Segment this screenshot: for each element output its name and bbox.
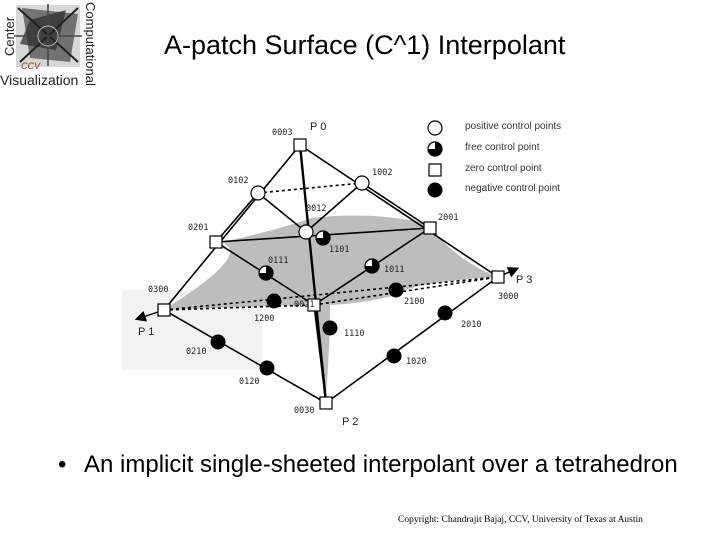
vertex-label-p2: P 2 bbox=[342, 416, 358, 428]
free-control-point bbox=[315, 230, 331, 246]
control-point-label: 0003 bbox=[272, 128, 292, 138]
tetrahedron-edge bbox=[299, 144, 499, 278]
tetrahedron-edge bbox=[325, 276, 499, 404]
negative-control-point bbox=[322, 320, 338, 336]
free-control-point bbox=[258, 265, 274, 281]
negative-control-point bbox=[259, 360, 275, 376]
copyright-notice: Copyright: Chandrajit Bajaj, CCV, Univer… bbox=[398, 515, 643, 525]
positive-control-point bbox=[250, 185, 266, 201]
legend-free-icon bbox=[427, 141, 443, 157]
free-control-point bbox=[364, 258, 380, 274]
tetrahedron-edge bbox=[163, 309, 327, 404]
control-point-label: 0021 bbox=[294, 300, 314, 310]
bullet-icon: • bbox=[58, 451, 67, 478]
control-point-label: 1020 bbox=[406, 357, 426, 367]
surface-patch bbox=[164, 215, 498, 395]
negative-control-point bbox=[386, 348, 402, 364]
tetrahedron-edge bbox=[361, 182, 431, 229]
zero-control-point bbox=[209, 235, 223, 249]
negative-control-point bbox=[388, 282, 404, 298]
control-point-label: 2001 bbox=[438, 213, 458, 223]
tetrahedron-edge bbox=[313, 276, 499, 306]
legend-label-free: free control point bbox=[465, 142, 540, 153]
control-point-label: 0120 bbox=[239, 377, 259, 387]
tetrahedron-edge bbox=[163, 304, 315, 311]
tetrahedron-edge bbox=[257, 192, 307, 233]
logo-text-visualization: Visualization bbox=[0, 72, 79, 88]
bullet-point: • An implicit single-sheeted interpolant… bbox=[58, 450, 678, 479]
legend-label-zero: zero control point bbox=[465, 163, 542, 174]
control-point-label: 2100 bbox=[404, 297, 424, 307]
control-point-label: 1110 bbox=[344, 329, 364, 339]
legend-negative-icon bbox=[427, 182, 443, 198]
control-point-label: 0201 bbox=[188, 223, 208, 233]
negative-control-point bbox=[437, 305, 453, 321]
control-point-label: 0102 bbox=[228, 176, 248, 186]
vertex-label-p3: P 3 bbox=[516, 274, 532, 286]
legend-positive-icon bbox=[427, 120, 443, 136]
bullet-text: An implicit single-sheeted interpolant o… bbox=[84, 451, 678, 478]
negative-control-point bbox=[210, 334, 226, 350]
control-point-label: 1011 bbox=[384, 265, 404, 275]
tetrahedron-edge bbox=[163, 276, 499, 311]
tetrahedron-edge bbox=[215, 192, 259, 243]
logo-text-ccv: CCV bbox=[21, 61, 41, 71]
tetrahedron-edge bbox=[257, 182, 363, 194]
ccv-logo: Center Computational CCV Visualization bbox=[0, 0, 100, 100]
zero-control-point bbox=[307, 298, 321, 312]
control-point-label: 1002 bbox=[372, 168, 392, 178]
control-point-label: 2010 bbox=[461, 320, 481, 330]
positive-control-point bbox=[354, 175, 370, 191]
positive-control-point bbox=[298, 224, 314, 240]
slide-title: A-patch Surface (C^1) Interpolant bbox=[164, 30, 566, 60]
zero-control-point bbox=[157, 303, 171, 317]
control-point-label: 0300 bbox=[148, 285, 168, 295]
control-point-label: 0210 bbox=[186, 347, 206, 357]
zero-control-point bbox=[293, 138, 307, 152]
legend bbox=[427, 120, 443, 198]
control-point-label: 3000 bbox=[498, 292, 518, 302]
control-point-label: 0012 bbox=[306, 204, 326, 214]
tetrahedron-edge bbox=[298, 144, 328, 404]
legend-label-negative: negative control point bbox=[465, 183, 561, 194]
logo-emblem bbox=[14, 4, 82, 67]
control-point-label: 0111 bbox=[268, 256, 288, 266]
control-point-label: 1200 bbox=[254, 314, 274, 324]
zero-control-point bbox=[319, 396, 333, 410]
legend-zero-icon bbox=[428, 163, 442, 177]
tetrahedron-edge bbox=[313, 304, 327, 404]
control-point-label: 0030 bbox=[294, 406, 314, 416]
tetrahedron-edge bbox=[305, 182, 363, 233]
legend-label-positive: positive control points bbox=[465, 121, 562, 132]
tetrahedron-edge bbox=[163, 144, 301, 311]
tetrahedron-diagram: 0003 0102 1002 0012 0201 2001 1101 0111 1011 0300… bbox=[122, 120, 532, 428]
control-point-label: 1101 bbox=[329, 245, 349, 255]
vertex-label-p0: P 0 bbox=[310, 121, 326, 133]
negative-control-point bbox=[266, 293, 282, 309]
zero-control-point bbox=[491, 270, 505, 284]
vertex-label-p1: P 1 bbox=[138, 326, 154, 338]
zero-control-point bbox=[423, 221, 437, 235]
